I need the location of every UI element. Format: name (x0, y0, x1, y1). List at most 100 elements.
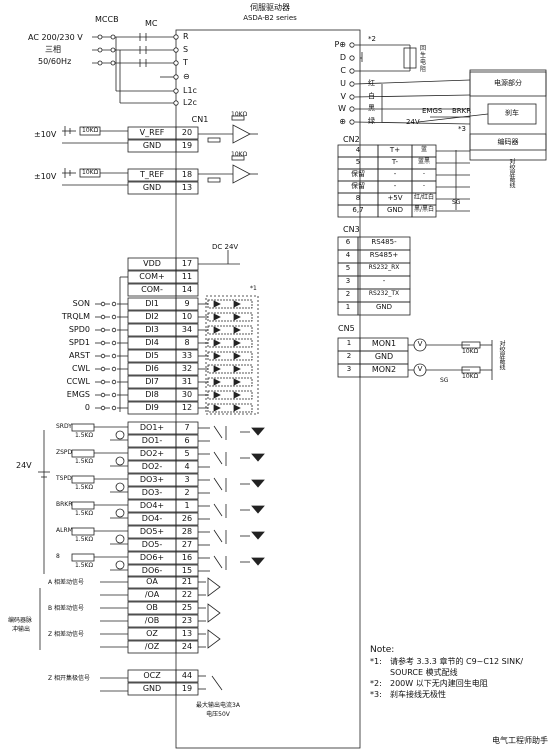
relay-coil-1 (71, 449, 95, 458)
res (207, 137, 221, 143)
led-5 (213, 365, 221, 373)
terminal-2: T (183, 58, 188, 67)
di-contact (111, 327, 117, 333)
power-terminal (173, 47, 179, 53)
analog-row-2-pin-cell (175, 168, 199, 182)
di-contact (100, 366, 106, 372)
do-row-10-pin: 16 (181, 552, 193, 562)
led-7 (213, 391, 221, 399)
do-diode-5 (115, 560, 125, 570)
cn3-pin-2: 5 (345, 264, 351, 272)
do-row-7-name: DO4- (141, 513, 163, 523)
di-contact (100, 314, 106, 320)
supply-phase: 三相 (45, 45, 61, 54)
regen-terminal-label-0: P⊕ (334, 40, 346, 49)
analog-row-1-name: GND (142, 140, 162, 150)
do-row-5-pin: 2 (184, 487, 190, 497)
cn2-sig-4: +5V (387, 194, 403, 202)
terminal-5: L2c (183, 98, 197, 107)
power-terminal (173, 100, 179, 106)
motor-terminal-label-2: W (338, 104, 346, 113)
motor-terminal-label-1: V (340, 92, 346, 101)
analog-row-3-pin: 13 (181, 182, 193, 192)
pot-label-0: 10KΩ (82, 127, 99, 134)
do-transistor (213, 529, 223, 543)
power-terminal (173, 74, 179, 80)
brake-emgs: EMGS (422, 107, 443, 115)
res (231, 155, 245, 161)
do-row-9-name: DO5- (141, 539, 163, 549)
di-row-1-name: DI2 (145, 311, 159, 321)
mc-label: MC (145, 19, 158, 28)
regen-terminal-label-1: D (339, 53, 346, 62)
supply-row-2-pin: 14 (181, 284, 193, 294)
motor-terminal-label-3: ⊕ (339, 117, 346, 126)
enc-label-0: A 相差动信号 (48, 579, 85, 586)
analog-row-2-name: T_REF (139, 169, 165, 179)
analog-row-0-pin-cell (175, 126, 199, 140)
di-row-4-pin: 33 (181, 350, 193, 360)
di-row-4-name: DI5 (145, 350, 159, 360)
brake-24v: 24V (406, 118, 420, 126)
enc-row-1-name: /OA (144, 589, 160, 599)
cn5-sig-cell (359, 363, 409, 378)
do-led-2 (251, 479, 265, 488)
mccb-contact (110, 60, 116, 66)
motor-wire-color-3: 绿 (368, 117, 375, 125)
drive-body (175, 29, 361, 749)
enc-row-0-pin: 21 (181, 576, 193, 586)
regen-terminal-1 (349, 55, 355, 61)
mccb-contact (97, 34, 103, 40)
terminal-1: S (183, 45, 189, 54)
cn3-pin-3: 3 (345, 277, 351, 285)
motor-terminal-3 (349, 119, 355, 125)
mccb-label: MCCB (95, 15, 119, 24)
led-4 (213, 352, 221, 360)
cn5-res-0: 10KΩ (462, 348, 479, 355)
di-contact (111, 301, 117, 307)
analog-row-3-name: GND (142, 182, 162, 192)
res-label-0: 10KΩ (231, 111, 248, 118)
note-text-2: 200W 以下无内建回生电阻 (390, 679, 488, 688)
enc-row-2-pin: 25 (181, 602, 193, 612)
led-6 (233, 378, 241, 386)
do-row-3-pin: 4 (184, 461, 190, 471)
led-2 (233, 326, 241, 334)
di-row-2-pin: 34 (181, 324, 193, 334)
pot-label-1: 10KΩ (82, 169, 99, 176)
relay-coil-4 (71, 527, 95, 536)
di-contact (111, 366, 117, 372)
notes-title: Note: (370, 645, 395, 655)
mccb-contact (110, 34, 116, 40)
supply-frequency: 50/60Hz (38, 57, 72, 66)
cn2-color-0: 蓝 (420, 146, 428, 153)
enc-row-7-pin: 19 (181, 683, 193, 693)
do-led-5 (251, 557, 265, 566)
di-ext-7: EMGS (66, 390, 90, 399)
regen-terminal-2 (349, 68, 355, 74)
do-tag-1: ZSPD (56, 449, 73, 456)
do-row-11-name: DO6- (141, 565, 163, 575)
power-terminal (173, 34, 179, 40)
relay-coil-3 (71, 501, 95, 510)
opamp-0 (232, 124, 251, 144)
motor-wire-color-2: 黑 (368, 104, 375, 112)
do-row-9-pin: 27 (181, 539, 193, 549)
regen-resistor (403, 47, 417, 69)
do-diode-2 (115, 482, 125, 492)
di-row-5-name: DI6 (145, 363, 159, 373)
cn5-sig-0: MON1 (371, 339, 397, 348)
di-row-6-name: DI7 (145, 376, 159, 386)
do-row-6-name: DO4+ (139, 500, 165, 510)
relay-coil-2 (71, 475, 95, 484)
di-row-1-pin: 10 (181, 311, 193, 321)
regen-label-2: 电 (420, 59, 427, 66)
enc-label-1: B 相差动信号 (48, 605, 85, 612)
regen-terminal-0 (349, 42, 355, 48)
cn5-pin-2: 3 (346, 365, 352, 373)
led-1 (213, 313, 221, 321)
do-row-1-name: DO1- (141, 435, 163, 445)
motor-terminal-0 (349, 81, 355, 87)
do-tag-0: SRDY (56, 423, 72, 430)
motor-wire (354, 121, 471, 125)
